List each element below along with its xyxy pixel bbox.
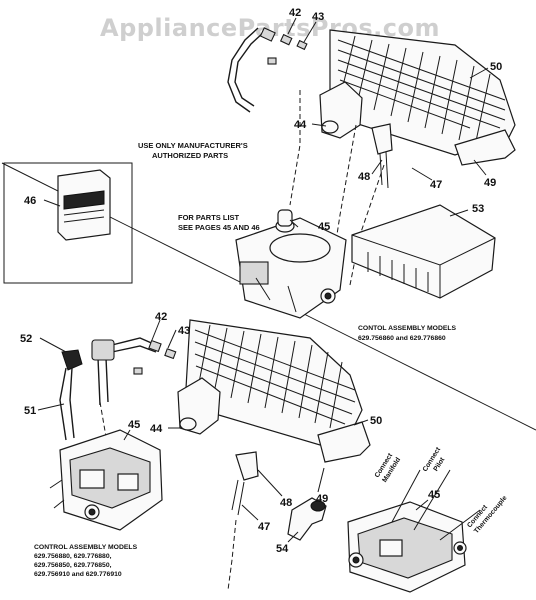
- lower-burner-assembly: [59, 319, 371, 591]
- connect-thermocouple-label: Connect Thermocouple: [466, 495, 508, 536]
- callout-52: 52: [20, 333, 32, 345]
- callout-44-lower: 44: [150, 423, 163, 435]
- upper-pilot-48: [371, 123, 393, 155]
- upper-fitting-42: [259, 27, 276, 42]
- callout-42-upper: 42: [289, 7, 301, 19]
- callout-50-upper: 50: [490, 61, 502, 73]
- elbow-fitting-54: [287, 497, 327, 541]
- parts-list-note-line-2: SEE PAGES 45 AND 46: [178, 223, 260, 232]
- parts-list-note-line-1: FOR PARTS LIST: [178, 213, 240, 222]
- thermocouple-lead-51: [59, 367, 75, 441]
- notice-box: [3, 162, 133, 284]
- connect-manifold-label: Connect Manifold: [374, 452, 402, 484]
- callout-48-upper: 48: [358, 171, 370, 183]
- notice-line-1: USE ONLY MANUFACTURER'S: [138, 141, 248, 150]
- callout-leaders: [37, 17, 489, 543]
- upper-caption-line-2: 629.756860 and 629.776860: [358, 335, 446, 342]
- lower-gas-tube: [111, 337, 157, 353]
- callout-42-lower: 42: [155, 311, 167, 323]
- callout-45-upper: 45: [318, 221, 330, 233]
- callout-47-upper: 47: [430, 179, 442, 191]
- lower-bracket: [317, 421, 371, 463]
- callout-44-upper: 44: [294, 119, 307, 131]
- callout-47-lower: 47: [258, 521, 270, 533]
- callout-46: 46: [24, 195, 36, 207]
- lower-burner-ribs: [194, 324, 356, 429]
- upper-burner-assembly: [227, 27, 516, 286]
- callout-45-lower: 45: [128, 419, 140, 431]
- lower-caption-line-3: 629.756850, 629.776850,: [34, 562, 112, 569]
- upper-gas-tube: [227, 27, 259, 113]
- upper-bracket: [454, 129, 516, 166]
- upper-fitting-nut: [296, 39, 308, 51]
- notice-line-2: AUTHORIZED PARTS: [152, 151, 228, 160]
- upper-nut-small: [267, 57, 277, 65]
- upper-fitting-43: [279, 33, 293, 46]
- callout-43-upper: 43: [312, 11, 324, 23]
- callout-51: 51: [24, 405, 36, 417]
- callout-54: 54: [276, 543, 289, 555]
- upper-gas-valve: [235, 209, 347, 319]
- callout-48-lower: 48: [280, 497, 292, 509]
- right-gas-valve: [347, 469, 481, 593]
- lower-pilot-48: [235, 451, 259, 481]
- lower-gas-valve: [49, 429, 163, 531]
- callout-49-upper: 49: [484, 177, 496, 189]
- upper-caption-line-1: CONTOL ASSEMBLY MODELS: [358, 325, 457, 332]
- callout-45-right: 45: [428, 489, 440, 501]
- lower-caption-line-1: CONTROL ASSEMBLY MODELS: [34, 544, 138, 551]
- connect-pilot-label: Connect Pilot: [422, 446, 447, 473]
- lower-caption-line-2: 629.756880, 629.776880,: [34, 553, 112, 560]
- callout-50-lower: 50: [370, 415, 382, 427]
- callout-43-lower: 43: [178, 325, 190, 337]
- thermocouple-52: [61, 349, 83, 371]
- upper-orifice-opening: [321, 120, 339, 134]
- callout-53: 53: [472, 203, 484, 215]
- callout-49-lower: 49: [316, 493, 328, 505]
- control-module-53: [351, 204, 496, 299]
- lower-caption-line-4: 629.756910 and 629.776910: [34, 571, 122, 578]
